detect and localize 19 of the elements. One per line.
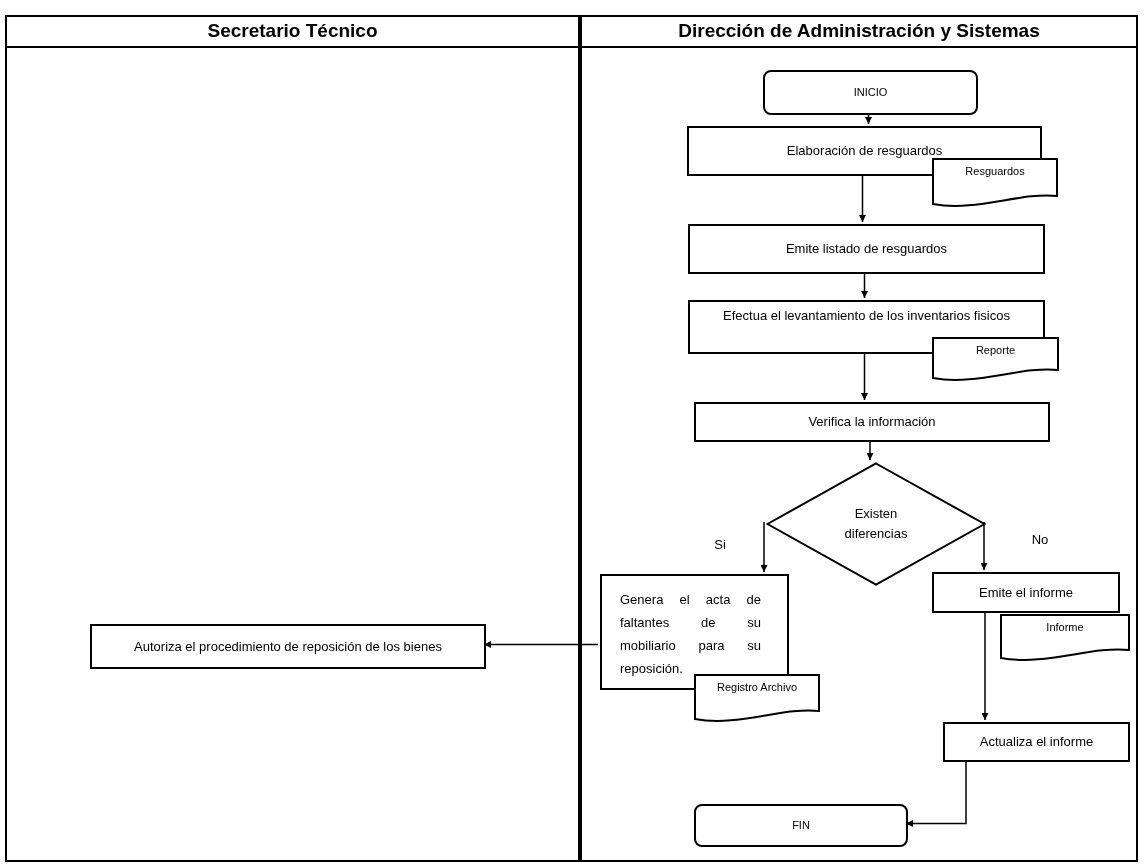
lane-header: Secretario Técnico xyxy=(7,17,578,48)
process-box: Emite el informe xyxy=(932,572,1120,613)
terminator-box: FIN xyxy=(694,804,908,847)
process-box: Autoriza el procedimiento de reposición de los bienes xyxy=(90,624,486,669)
decision-diamond: Existen diferencias xyxy=(766,462,986,586)
document-shape: Registro Archivo xyxy=(694,674,820,725)
document-shape: Informe xyxy=(1000,614,1130,664)
swimlane xyxy=(5,15,580,862)
process-box: Emite listado de resguardos xyxy=(688,224,1045,274)
document-shape: Resguardos xyxy=(932,158,1058,210)
arrow xyxy=(760,521,768,573)
swimlane xyxy=(580,15,1138,862)
process-box: Verifica la información xyxy=(694,402,1050,442)
process-box: Actualiza el informe xyxy=(943,722,1130,762)
arrow xyxy=(980,521,988,571)
arrow xyxy=(865,112,872,125)
document-shape: Reporte xyxy=(932,337,1059,384)
lane-header: Dirección de Administración y Sistemas xyxy=(582,17,1136,48)
terminator-box: INICIO xyxy=(763,70,978,115)
